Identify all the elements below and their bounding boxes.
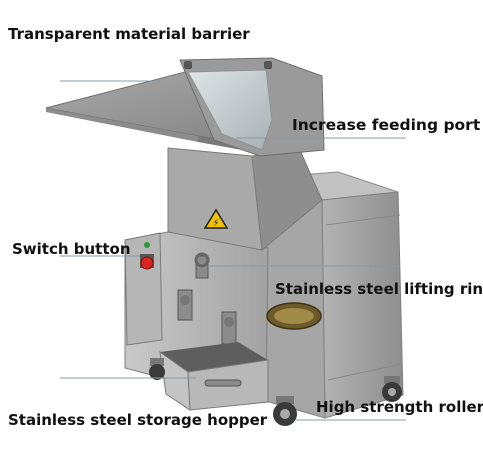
caster-roller-icon — [149, 358, 165, 380]
housing-seam — [327, 363, 402, 381]
label-high-strength-roller: High strength roller — [316, 398, 483, 416]
label-stainless-steel-storage-hopper: Stainless steel storage hopper — [8, 411, 268, 429]
caster-roller-icon — [382, 376, 402, 402]
label-transparent-material-barrier: Transparent material barrier — [8, 25, 250, 43]
cutting-chamber-front — [167, 147, 263, 251]
caster-roller-icon — [273, 396, 297, 426]
warning-sign-glyph: ⚡ — [212, 218, 219, 229]
control-panel — [124, 232, 163, 346]
indicator-light-icon — [144, 242, 150, 248]
label-stainless-steel-lifting-ring: Stainless steel lifting ring — [275, 280, 483, 298]
transparent-barrier — [187, 69, 273, 151]
housing-seam — [325, 214, 401, 226]
lifting-ring-hardware — [177, 252, 237, 345]
warning-sign-icon — [203, 208, 229, 229]
barrier-bolt-icon — [184, 61, 192, 69]
barrier-bolt-icon — [264, 61, 272, 69]
feeding-tray-lip — [46, 108, 198, 142]
storage-hopper-inside — [160, 342, 268, 372]
label-switch-button: Switch button — [12, 240, 131, 258]
brand-badge-inner — [274, 308, 314, 324]
label-increase-feeding-port: Increase feeding port — [292, 116, 481, 134]
hopper-handle — [204, 379, 242, 387]
switch-button-icon — [140, 256, 154, 270]
